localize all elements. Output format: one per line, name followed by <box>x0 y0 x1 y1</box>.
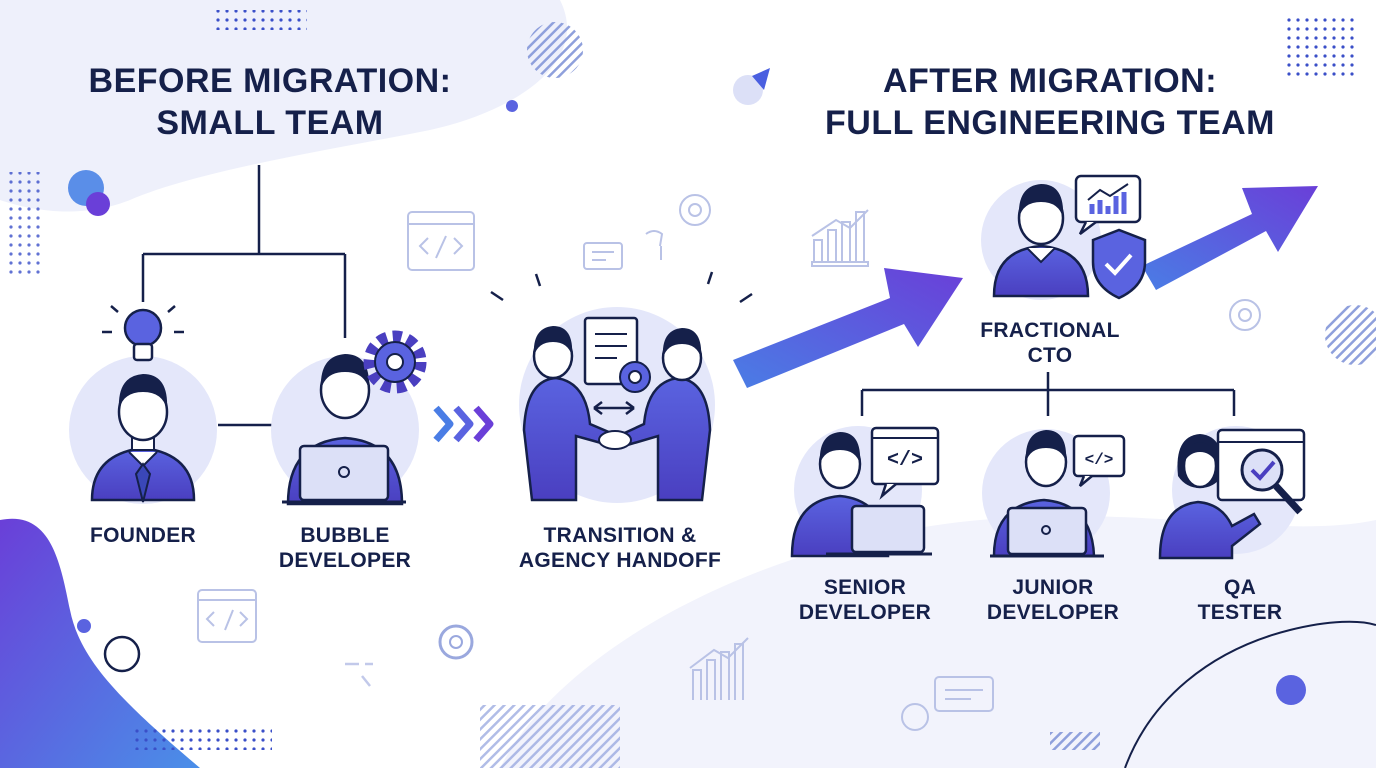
founder-avatar <box>69 356 217 504</box>
after-title: AFTER MIGRATION: FULL ENGINEERING TEAM <box>760 60 1340 144</box>
senior-code-symbol: </> <box>887 449 923 472</box>
qa-tester-label-line-1: QA <box>1223 576 1257 599</box>
handoff-label: TRANSITION & AGENCY HANDOFF <box>490 523 750 573</box>
handoff-illustration <box>490 271 753 503</box>
bubble-developer-label-line-2: DEVELOPER <box>278 549 412 572</box>
qa-tester-avatar <box>1158 426 1306 560</box>
after-title-line-2: FULL ENGINEERING TEAM <box>825 104 1275 142</box>
lightbulb-icon <box>102 292 184 362</box>
bubble-developer-avatar <box>271 354 419 506</box>
bubble-developer-label: BUBBLE DEVELOPER <box>255 523 435 573</box>
cto-avatar <box>981 180 1101 300</box>
gear-icon <box>363 330 427 394</box>
before-title-line-1: BEFORE MIGRATION: <box>88 62 452 100</box>
senior-developer-label-line-2: DEVELOPER <box>798 601 932 624</box>
junior-developer-avatar <box>982 429 1126 558</box>
junior-developer-label: JUNIOR DEVELOPER <box>958 575 1148 625</box>
growth-arrow-icon-2 <box>1142 186 1318 290</box>
bubble-developer-label-line-1: BUBBLE <box>300 524 390 547</box>
junior-developer-label-line-1: JUNIOR <box>1012 576 1094 599</box>
junior-developer-label-line-2: DEVELOPER <box>986 601 1120 624</box>
chart-bubble-icon <box>1074 174 1142 235</box>
growth-arrow-icon <box>733 268 963 388</box>
handoff-label-line-1: TRANSITION & <box>543 524 697 547</box>
shield-icon <box>1091 228 1147 300</box>
senior-developer-label: SENIOR DEVELOPER <box>770 575 960 625</box>
after-title-line-1: AFTER MIGRATION: <box>882 62 1218 100</box>
cto-label-line-1: FRACTIONAL <box>980 319 1120 342</box>
senior-developer-label-line-1: SENIOR <box>823 576 907 599</box>
senior-developer-avatar <box>790 426 940 558</box>
before-title-line-2: SMALL TEAM <box>156 104 384 142</box>
founder-label-line-1: FOUNDER <box>90 524 196 547</box>
qa-tester-label-line-2: TESTER <box>1197 601 1283 624</box>
cto-label: FRACTIONAL CTO <box>950 318 1150 368</box>
junior-code-symbol: </> <box>1085 451 1114 469</box>
founder-label: FOUNDER <box>63 523 223 548</box>
qa-tester-label: QA TESTER <box>1160 575 1320 625</box>
before-title: BEFORE MIGRATION: SMALL TEAM <box>40 60 500 144</box>
chevron-arrows-icon <box>433 405 494 443</box>
handoff-label-line-2: AGENCY HANDOFF <box>518 549 722 572</box>
cto-label-line-2: CTO <box>1027 344 1073 367</box>
